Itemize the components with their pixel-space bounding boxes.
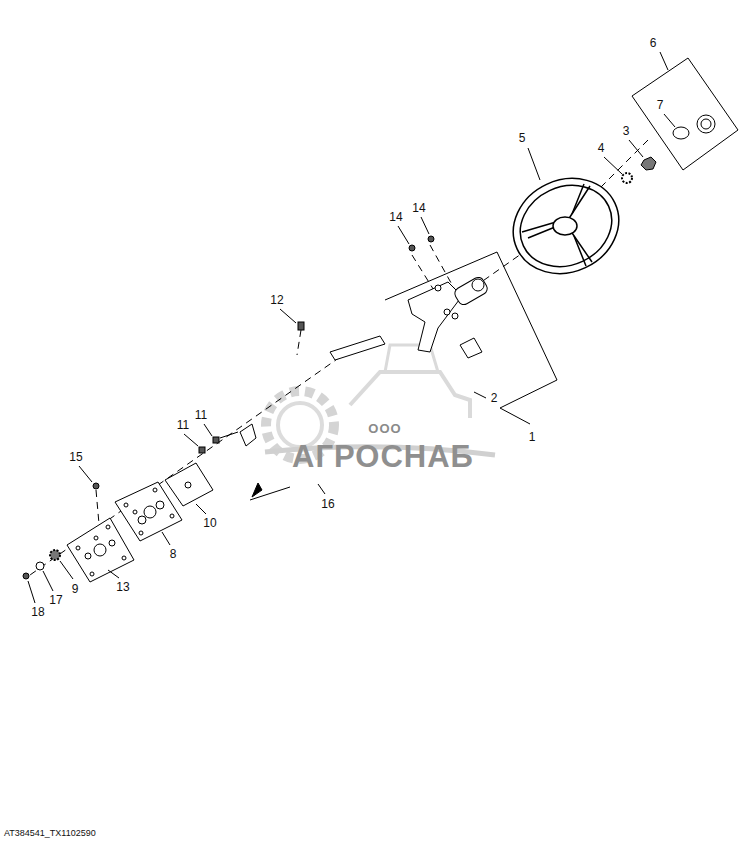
callout-number: 1 [529,431,536,443]
callout-number: 14 [412,202,425,214]
callout-number: 6 [650,37,657,49]
callout-number: 5 [519,132,526,144]
callout-number: 12 [270,294,283,306]
watermark-text: ООО [368,422,401,435]
watermark-text: АГРОСНАБ [292,441,474,472]
callout-number: 9 [72,583,79,595]
callout-number: 16 [321,498,334,510]
callout-number: 18 [31,606,44,618]
figure-code: AT384541_TX1102590 [4,829,96,838]
callout-number: 15 [69,451,82,463]
callout-number: 11 [177,419,189,431]
callout-number: 4 [598,142,605,154]
callout-number: 3 [623,125,630,137]
callout-number: 2 [491,392,498,404]
callout-number: 14 [389,211,402,223]
callout-number: 13 [116,581,129,593]
callout-number: 8 [170,548,177,560]
callout-number: 11 [195,409,207,421]
callout-number: 10 [203,517,216,529]
callout-number: 17 [49,594,62,606]
callout-number: 7 [657,99,664,111]
